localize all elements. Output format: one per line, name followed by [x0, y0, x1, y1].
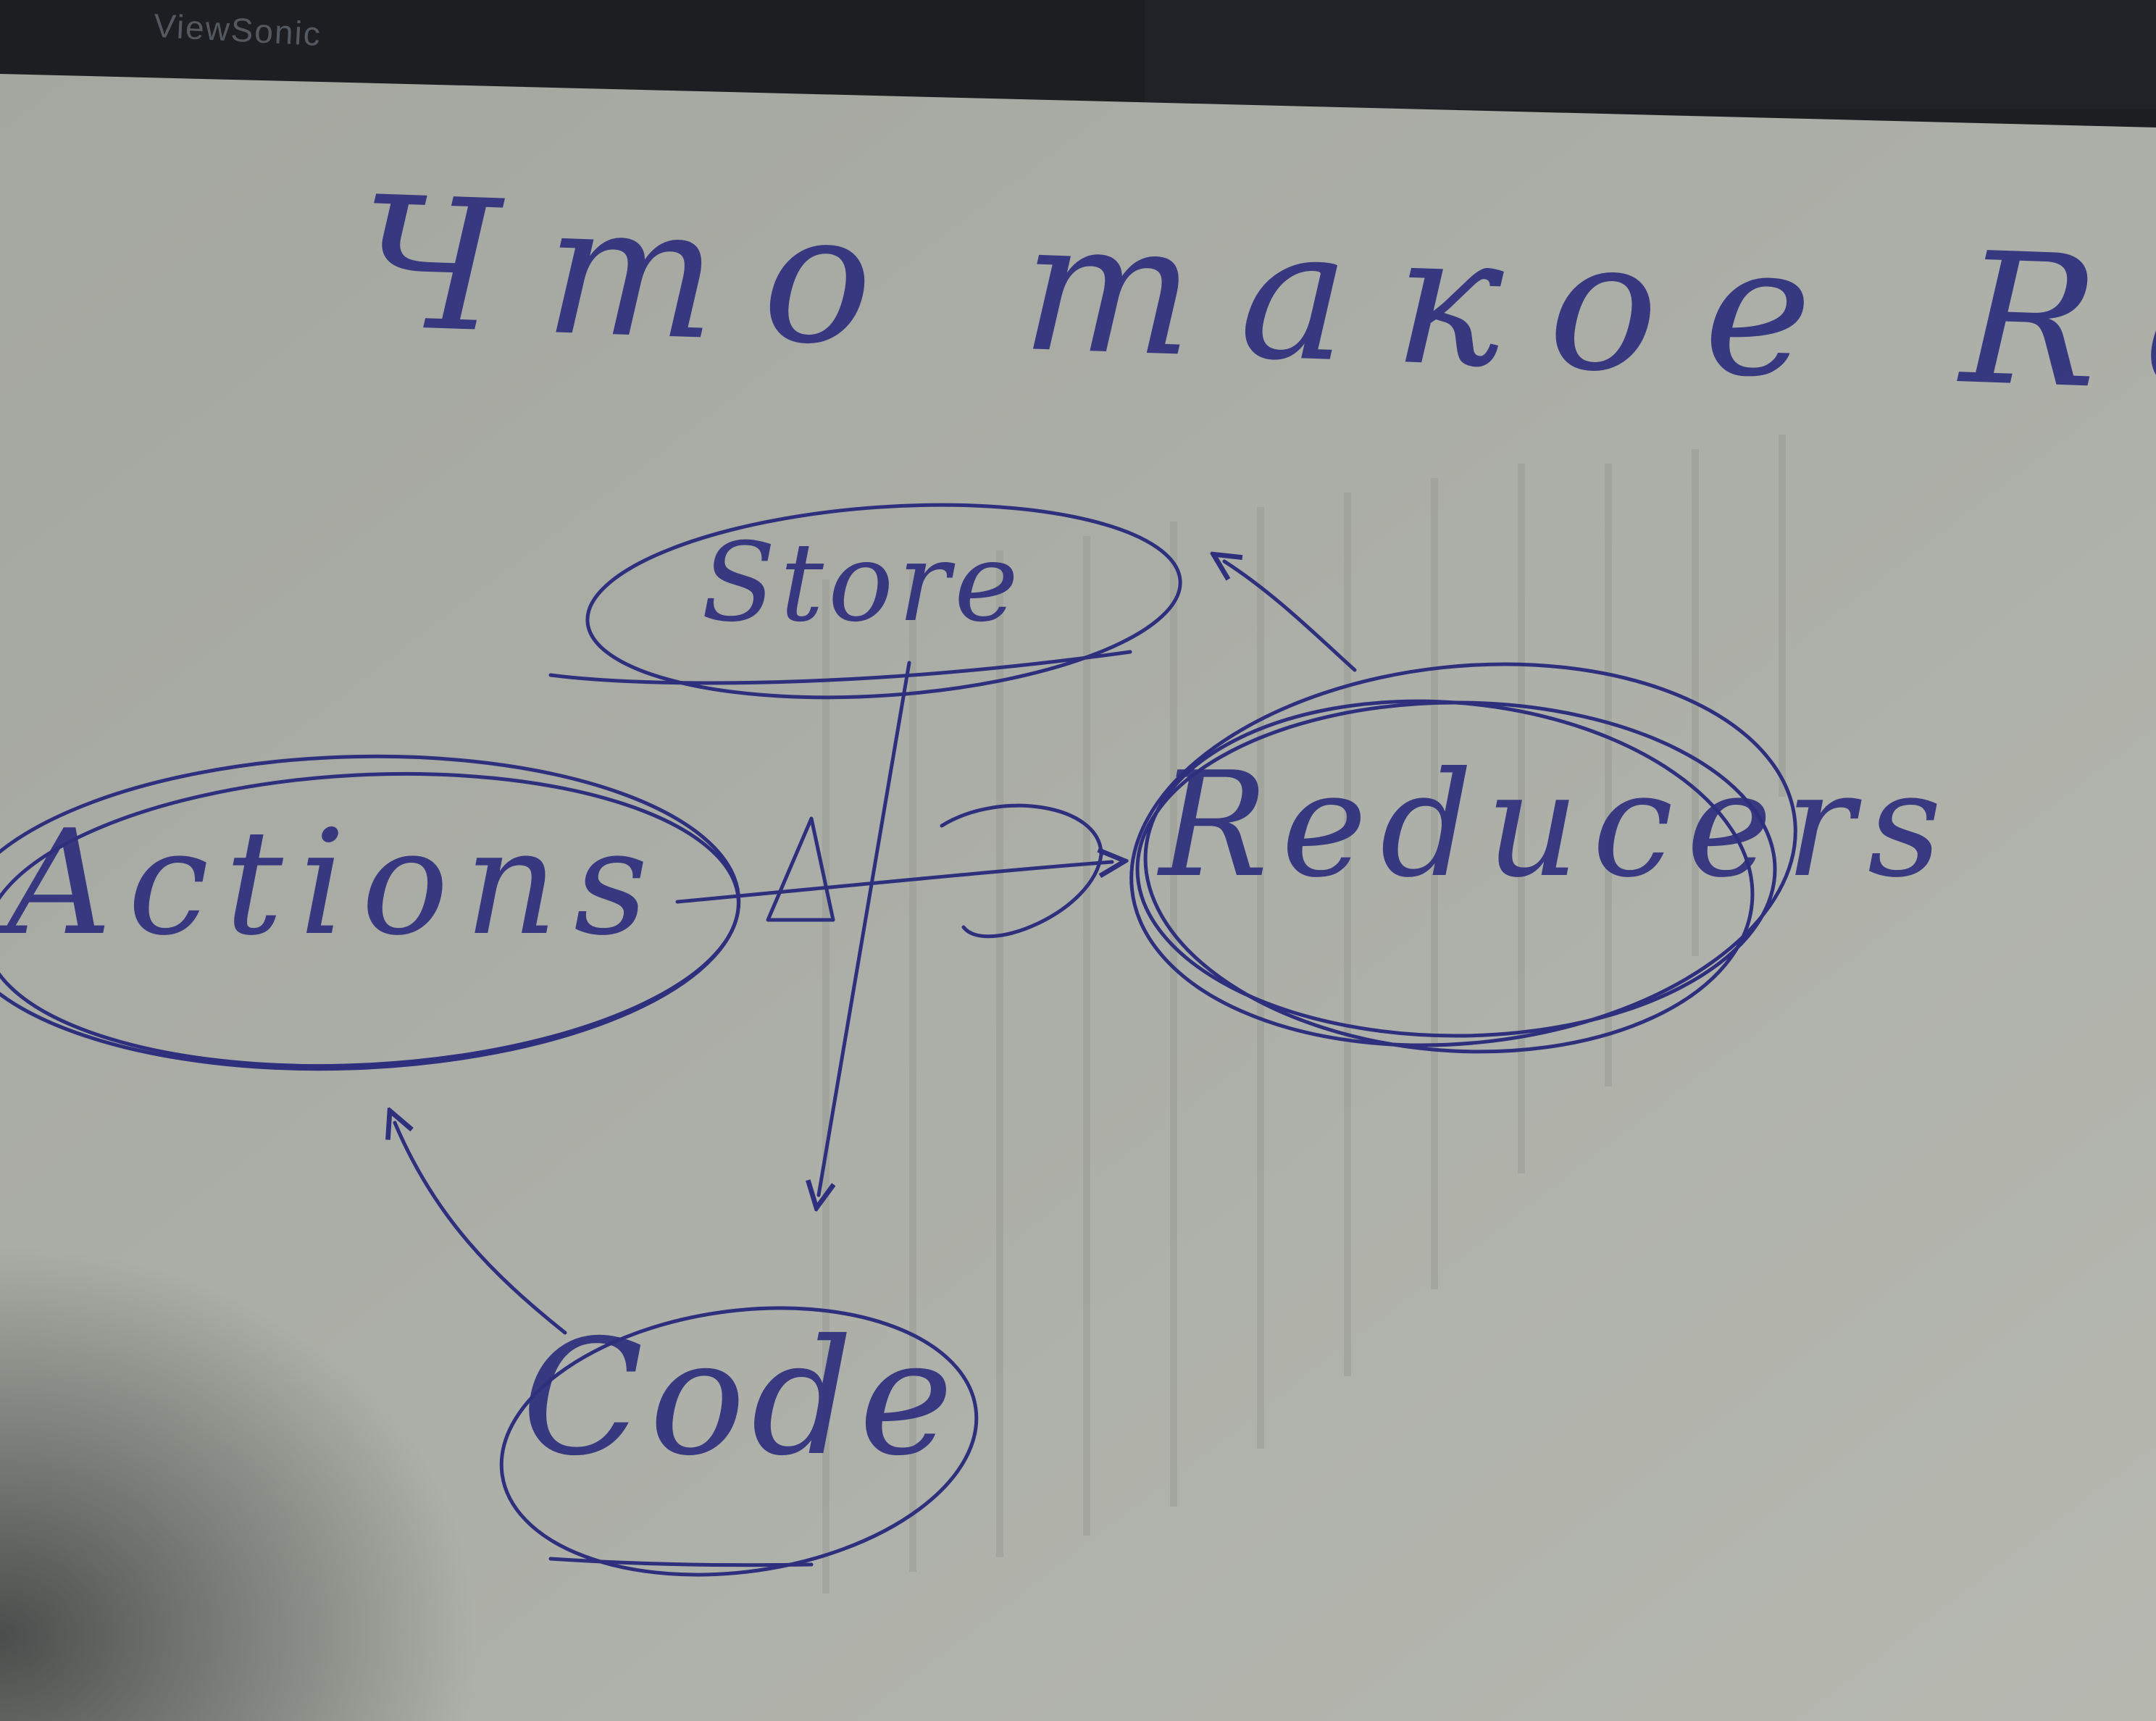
- edge-reducers-to-store: [1224, 561, 1357, 672]
- loop-mark: [940, 803, 1103, 939]
- bleed-through-text: [822, 435, 1786, 1594]
- node-code-label: Code: [522, 1305, 959, 1491]
- actions-oval-2: [0, 754, 741, 1071]
- store-oval: [585, 503, 1182, 700]
- code-underline: [548, 1557, 814, 1567]
- node-ovals: [0, 503, 1797, 1577]
- edge-store-to-code: [819, 661, 911, 1195]
- reducers-oval-2: [1129, 662, 1797, 1047]
- monitor-stand-edge: [1145, 0, 2156, 109]
- code-oval: [499, 1306, 979, 1577]
- node-actions-label: Actions: [7, 799, 664, 968]
- triangle-mark: [766, 816, 835, 922]
- store-oval-tail: [548, 650, 1132, 685]
- node-store-label: Store: [701, 520, 1023, 646]
- node-reducers-label: Reducers: [1159, 741, 1955, 910]
- edges: [395, 561, 1357, 1335]
- reducers-oval-3: [1143, 699, 1755, 1054]
- edge-code-to-actions: [395, 1123, 567, 1335]
- paper-shadow: [0, 1014, 869, 1721]
- edge-actions-to-reducers: [675, 862, 1112, 904]
